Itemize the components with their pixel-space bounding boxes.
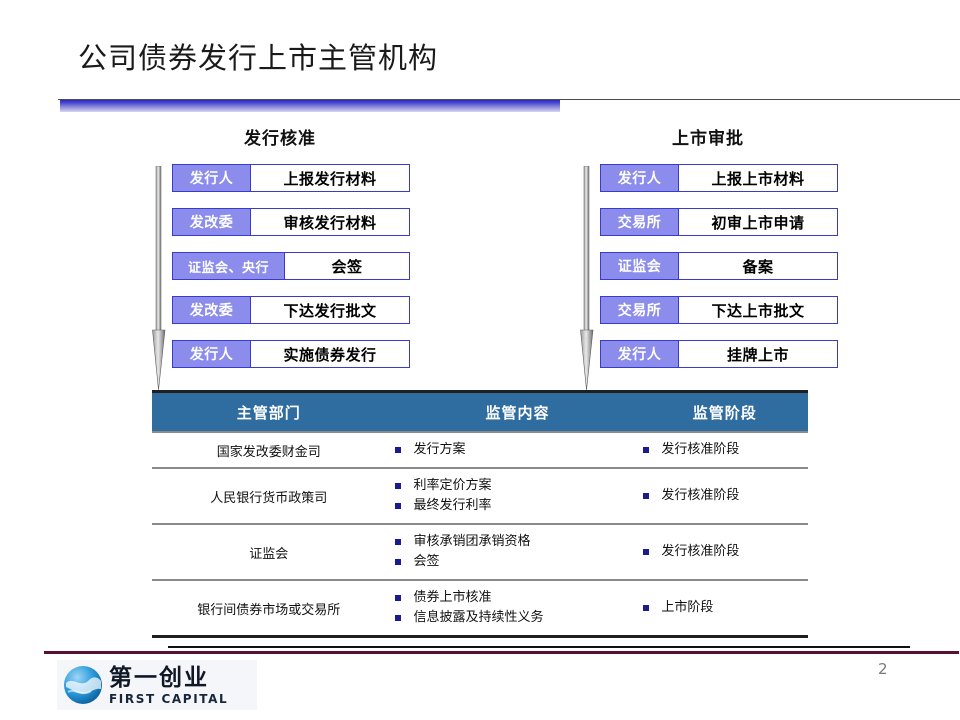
cell-content: 债券上市核准 信息披露及持续性义务 — [393, 579, 642, 637]
flow-step[interactable]: 交易所 下达上市批文 — [600, 296, 838, 324]
cell-department: 银行间债券市场或交易所 — [152, 579, 394, 637]
stage-bullet-list: 上市阶段 — [641, 598, 808, 618]
footer-divider-dark — [168, 646, 910, 648]
down-arrow-icon — [152, 166, 166, 390]
regulators-table: 主管部门 监管内容 监管阶段 国家发改委财金司 发行方案 发行核准阶段 人民银行… — [152, 390, 808, 638]
flow-step[interactable]: 发改委 审核发行材料 — [172, 208, 410, 236]
table-row[interactable]: 人民银行货币政策司 利率定价方案 最终发行利率 发行核准阶段 — [152, 467, 808, 524]
flow-step[interactable]: 发行人 上报发行材料 — [172, 164, 410, 192]
cell-stage: 发行核准阶段 — [641, 431, 808, 468]
flow-body: 发行人 上报发行材料 发改委 审核发行材料 证监会、央行 会签 发改委 下达发行… — [150, 164, 410, 390]
flow-body: 发行人 上报上市材料 交易所 初审上市申请 证监会 备案 交易所 下达上市批文 … — [578, 164, 838, 390]
flow-step[interactable]: 证监会 备案 — [600, 252, 838, 280]
cell-content: 利率定价方案 最终发行利率 — [393, 467, 642, 524]
logo-name-en: FIRST CAPITAL — [109, 691, 229, 706]
page-title: 公司债券发行上市主管机构 — [78, 41, 439, 75]
flow-step-actor: 证监会 — [601, 253, 679, 279]
cell-department: 证监会 — [152, 523, 394, 580]
flow-step-actor: 发行人 — [601, 341, 679, 367]
list-item: 利率定价方案 — [393, 476, 641, 496]
stage-bullet-list: 发行核准阶段 — [641, 542, 808, 562]
company-logo: 第一创业 FIRST CAPITAL — [57, 660, 257, 710]
flow-step-action: 会签 — [331, 257, 363, 276]
flow-step-action: 实施债券发行 — [283, 345, 377, 364]
cell-department: 国家发改委财金司 — [152, 431, 394, 468]
flow-chart-issuance-approval: 发行核准 发行人 上报发行材料 发改委 审核发行材料 证监会、央行 会签 — [150, 124, 410, 390]
content-bullet-list: 发行方案 — [393, 440, 641, 460]
page-number: 2 — [878, 660, 888, 678]
down-arrow-icon — [580, 166, 594, 390]
flow-step-action: 上报上市材料 — [711, 169, 805, 188]
flow-step-action: 下达发行批文 — [283, 301, 377, 320]
table-header-row: 主管部门 监管内容 监管阶段 — [152, 391, 808, 432]
list-item: 最终发行利率 — [393, 496, 641, 516]
list-item: 发行核准阶段 — [641, 542, 808, 562]
list-item: 会签 — [393, 552, 641, 572]
flow-step-actor: 发行人 — [173, 165, 251, 191]
table-row[interactable]: 银行间债券市场或交易所 债券上市核准 信息披露及持续性义务 上市阶段 — [152, 579, 808, 637]
globe-icon — [64, 666, 102, 704]
flow-chart-listing-approval: 上市审批 发行人 上报上市材料 交易所 初审上市申请 证监会 备案 — [578, 124, 838, 390]
flow-step-actor: 发行人 — [173, 341, 251, 367]
flow-step-actor: 交易所 — [601, 209, 679, 235]
content-bullet-list: 利率定价方案 最终发行利率 — [393, 476, 641, 516]
logo-name-cn: 第一创业 — [109, 663, 209, 691]
cell-content: 审核承销团承销资格 会签 — [393, 523, 642, 580]
cell-stage: 发行核准阶段 — [641, 523, 808, 580]
flow-step-action: 初审上市申请 — [711, 213, 805, 232]
flow-step-actor: 发行人 — [601, 165, 679, 191]
flow-step-action: 挂牌上市 — [726, 345, 789, 364]
list-item: 审核承销团承销资格 — [393, 532, 641, 552]
table-row[interactable]: 证监会 审核承销团承销资格 会签 发行核准阶段 — [152, 523, 808, 580]
flow-step-action: 备案 — [742, 257, 774, 276]
cell-department: 人民银行货币政策司 — [152, 467, 394, 524]
list-item: 发行方案 — [393, 440, 641, 460]
flow-heading: 发行核准 — [244, 129, 316, 149]
flow-step-actor: 发改委 — [173, 297, 251, 323]
stage-bullet-list: 发行核准阶段 — [641, 440, 808, 460]
cell-content: 发行方案 — [393, 431, 642, 468]
flow-step-action: 审核发行材料 — [283, 213, 377, 232]
flow-step-actor: 证监会、央行 — [173, 253, 285, 279]
list-item: 债券上市核准 — [393, 588, 641, 608]
header-divider-line — [58, 99, 960, 100]
list-item: 发行核准阶段 — [641, 440, 808, 460]
cell-stage: 发行核准阶段 — [641, 467, 808, 524]
flow-step[interactable]: 发行人 挂牌上市 — [600, 340, 838, 368]
list-item: 上市阶段 — [641, 598, 808, 618]
content-bullet-list: 债券上市核准 信息披露及持续性义务 — [393, 588, 641, 628]
flow-step[interactable]: 发行人 上报上市材料 — [600, 164, 838, 192]
table-header: 主管部门 监管内容 监管阶段 — [152, 391, 808, 432]
flow-step-actor: 发改委 — [173, 209, 251, 235]
content-bullet-list: 审核承销团承销资格 会签 — [393, 532, 641, 572]
table-row[interactable]: 国家发改委财金司 发行方案 发行核准阶段 — [152, 431, 808, 468]
cell-stage: 上市阶段 — [641, 579, 808, 637]
flow-step[interactable]: 发改委 下达发行批文 — [172, 296, 410, 324]
column-header-content: 监管内容 — [393, 391, 642, 432]
flow-heading: 上市审批 — [672, 129, 744, 149]
flow-step-actor: 交易所 — [601, 297, 679, 323]
header-accent-bar — [60, 100, 560, 112]
flow-step[interactable]: 发行人 实施债券发行 — [172, 340, 410, 368]
column-header-stage: 监管阶段 — [641, 391, 808, 432]
flow-step[interactable]: 交易所 初审上市申请 — [600, 208, 838, 236]
flow-step-action: 下达上市批文 — [711, 301, 805, 320]
list-item: 发行核准阶段 — [641, 486, 808, 506]
flow-step[interactable]: 证监会、央行 会签 — [172, 252, 410, 280]
flow-step-action: 上报发行材料 — [283, 169, 377, 188]
logo-text: 第一创业 FIRST CAPITAL — [109, 666, 228, 705]
list-item: 信息披露及持续性义务 — [393, 608, 641, 628]
stage-bullet-list: 发行核准阶段 — [641, 486, 808, 506]
table-body: 国家发改委财金司 发行方案 发行核准阶段 人民银行货币政策司 利率定价方案 最终… — [152, 431, 808, 637]
column-header-department: 主管部门 — [152, 391, 394, 432]
footer-divider — [44, 651, 959, 654]
